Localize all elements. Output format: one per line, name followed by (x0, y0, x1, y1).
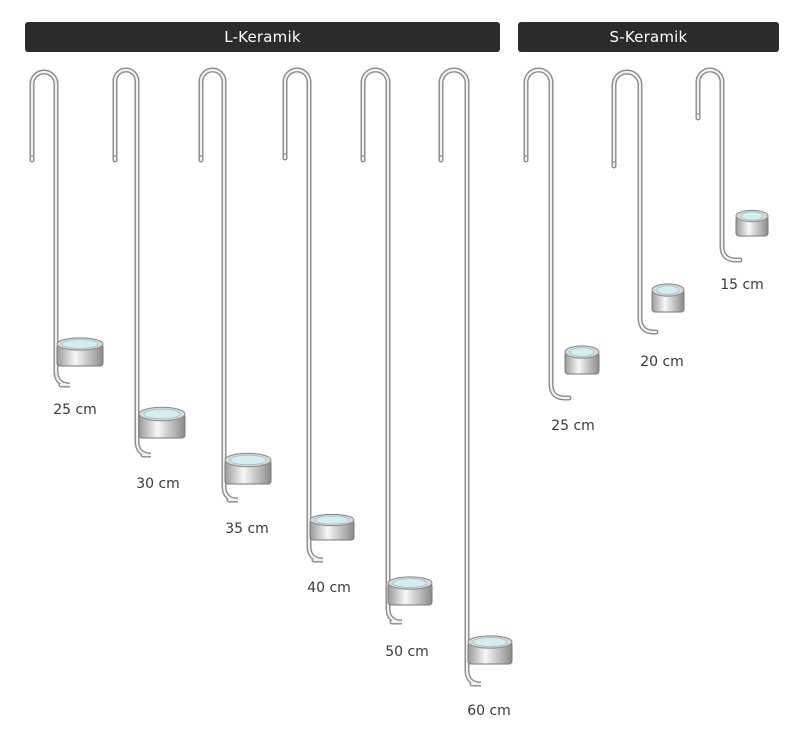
size-label-l-35: 35 cm (225, 521, 269, 537)
hook-l-25 (29, 69, 104, 388)
hook-l-30 (112, 67, 186, 458)
hook-l-35 (198, 67, 272, 503)
size-label-l-60: 60 cm (467, 703, 511, 719)
hook-l-40 (282, 67, 355, 563)
size-label-l-50: 50 cm (385, 644, 429, 660)
hook-l-60-diffuser-cup (467, 635, 513, 665)
hook-l-40-diffuser-cup (309, 513, 355, 541)
hook-l-35-diffuser-cup (224, 452, 272, 485)
size-label-s-25: 25 cm (551, 418, 595, 434)
s-keramik-banner: S-Keramik (518, 22, 779, 52)
hook-l-25-diffuser-cup (56, 337, 104, 367)
hook-s-15 (695, 67, 769, 263)
s-keramik-title: S-Keramik (609, 28, 688, 46)
hook-l-50 (360, 67, 433, 625)
hook-l-30-diffuser-cup (138, 406, 186, 439)
hook-s-20 (611, 69, 685, 335)
hook-l-60 (438, 67, 513, 687)
size-label-l-30: 30 cm (136, 476, 180, 492)
size-label-l-40: 40 cm (307, 580, 351, 596)
l-keramik-banner: L-Keramik (25, 22, 500, 52)
hook-s-25-diffuser-cup (564, 345, 600, 375)
size-label-s-15: 15 cm (720, 277, 764, 293)
size-label-s-20: 20 cm (640, 354, 684, 370)
size-label-l-25: 25 cm (53, 402, 97, 418)
hook-s-20-diffuser-cup (651, 283, 685, 313)
hook-s-25 (523, 67, 600, 401)
l-keramik-title: L-Keramik (224, 28, 301, 46)
hook-l-50-diffuser-cup (387, 576, 433, 606)
hook-s-15-diffuser-cup (735, 209, 769, 237)
